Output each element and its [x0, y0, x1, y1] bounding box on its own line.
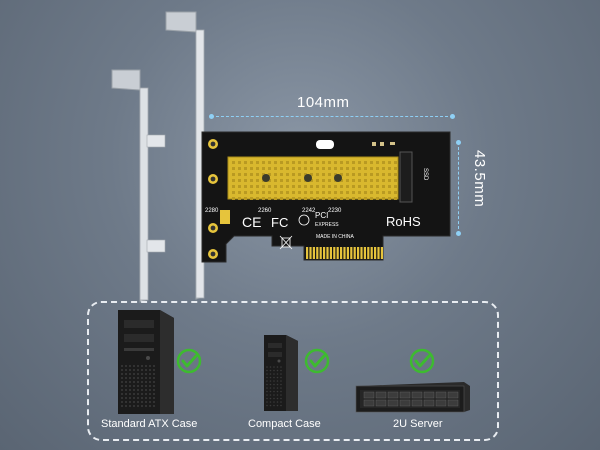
check-mark-icon: [304, 348, 330, 374]
ssd-label: SSD: [422, 168, 428, 181]
ce-mark-icon: CE: [242, 214, 261, 230]
caption-compact-case: Compact Case: [248, 418, 321, 430]
pcie-gold-fingers: [306, 247, 383, 259]
pci-text: PCI: [315, 211, 328, 220]
size-label-2230: 2230: [328, 208, 342, 214]
fc-mark: FC: [271, 215, 288, 230]
caption-standard-atx: Standard ATX Case: [101, 418, 198, 430]
caption-2u-server: 2U Server: [393, 418, 443, 430]
express-text: EXPRESS: [315, 222, 339, 228]
low-profile-bracket: [111, 69, 166, 303]
thermal-pad: [227, 156, 399, 200]
height-dimension-line: [456, 140, 461, 236]
tower-case-icon: [118, 310, 174, 414]
made-in-label: MADE IN CHINA: [316, 234, 354, 240]
size-label-2280: 2280: [205, 208, 219, 214]
rack-server-icon: [355, 382, 470, 413]
check-mark-icon: [176, 348, 202, 374]
size-label-2260: 2260: [258, 208, 272, 214]
weee-bin-icon: [279, 235, 293, 250]
width-dimension-line: [209, 114, 455, 119]
width-dimension-label: 104mm: [297, 94, 350, 111]
compatibility-panel: [87, 301, 499, 441]
m2-slot: [399, 151, 413, 203]
size-label-2242: 2242: [302, 208, 316, 214]
check-mark-icon: [409, 348, 435, 374]
compact-case-icon: [264, 335, 298, 411]
rohs-label: RoHS: [386, 214, 421, 229]
